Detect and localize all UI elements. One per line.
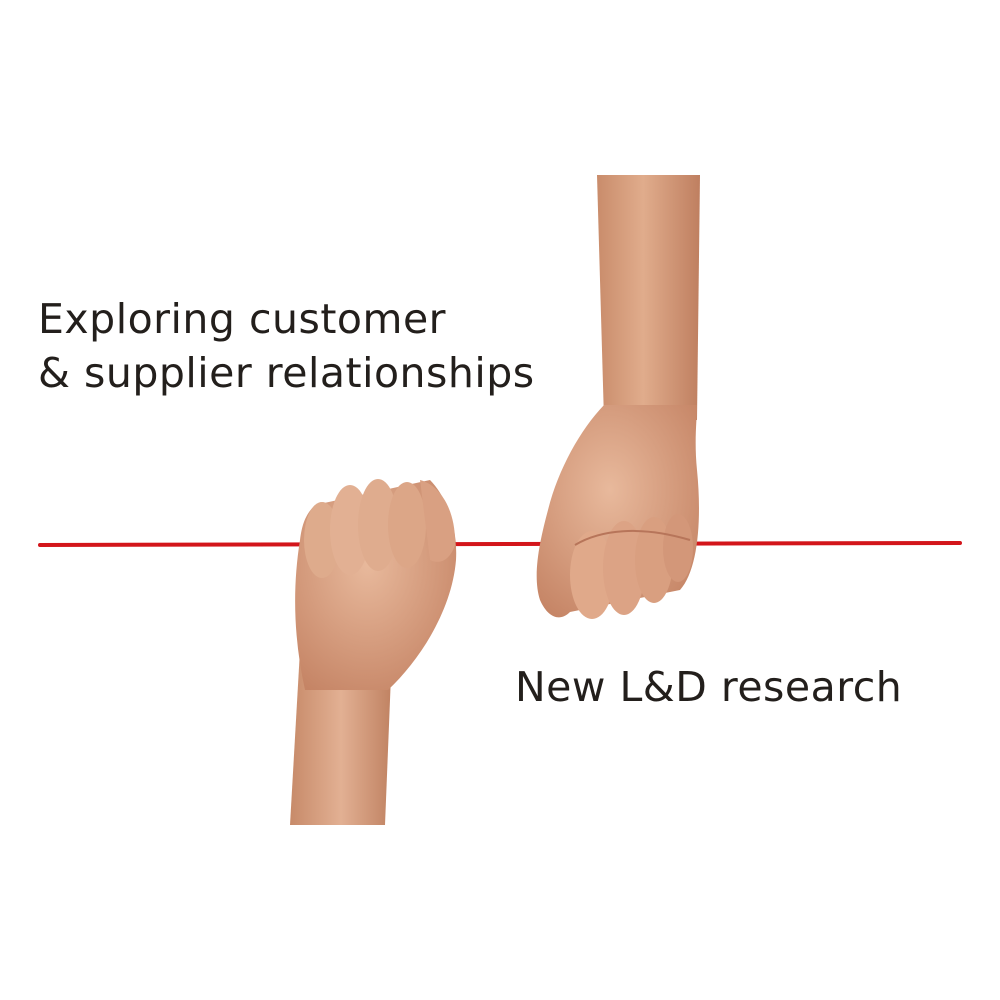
headline-line-1: Exploring customer bbox=[38, 295, 447, 343]
top-forearm bbox=[597, 175, 700, 420]
top-knuckles bbox=[570, 514, 693, 619]
top-hand bbox=[536, 175, 700, 619]
bottom-hand bbox=[290, 479, 457, 825]
subheading: New L&D research bbox=[515, 663, 903, 711]
headline: Exploring customer & supplier relationsh… bbox=[38, 292, 535, 400]
headline-line-2: & supplier relationships bbox=[38, 349, 535, 397]
red-line bbox=[38, 541, 962, 547]
bottom-forearm bbox=[290, 650, 392, 825]
bottom-knuckles bbox=[304, 479, 456, 578]
